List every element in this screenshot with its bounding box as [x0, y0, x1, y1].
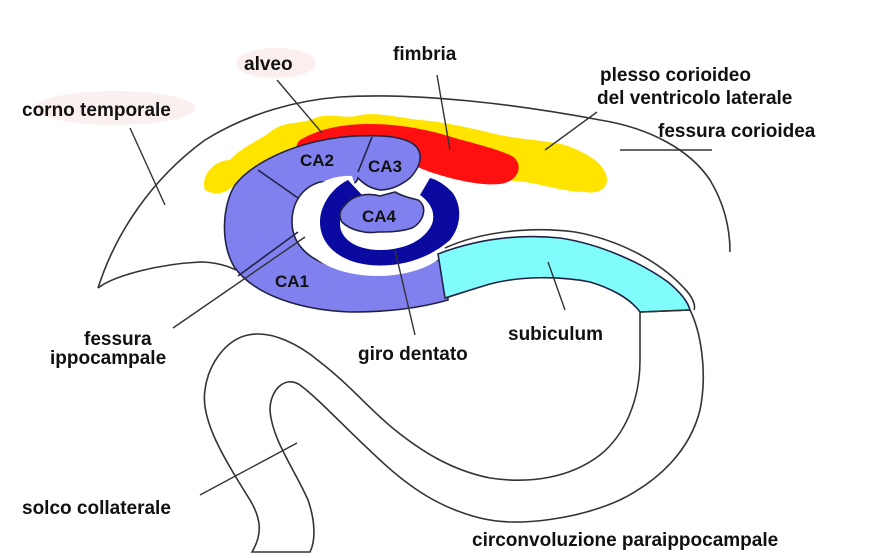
label-fimbria: fimbria — [393, 44, 457, 65]
label-alveo: alveo — [244, 54, 293, 75]
label-plesso-line1: plesso corioideo — [600, 65, 751, 86]
label-giro-dentato: giro dentato — [358, 344, 468, 365]
label-fessura-ippocampale-line1: fessura — [84, 329, 152, 350]
leader-subiculum — [547, 261, 566, 311]
leader-alveo — [276, 79, 323, 134]
label-ca4: CA4 — [362, 207, 397, 226]
label-highlight-alveo — [236, 48, 316, 78]
label-ca2: CA2 — [300, 151, 334, 170]
label-plesso-line2: del ventricolo laterale — [597, 88, 792, 109]
label-ca1: CA1 — [275, 272, 309, 291]
ca1-lower-divider — [237, 231, 299, 277]
ca4-region — [339, 191, 425, 234]
label-solco-collaterale: solco collaterale — [22, 498, 171, 519]
leader-corno-temporale — [129, 127, 166, 206]
ca2-ca3-divider — [357, 136, 373, 173]
leader-plesso — [544, 111, 598, 151]
leader-giro-dentato — [394, 249, 416, 336]
dentate-gyrus — [320, 178, 460, 266]
leader-solco-collaterale — [199, 442, 298, 496]
label-circonvoluzione-paraippocampale: circonvoluzione paraippocampale — [472, 530, 778, 551]
label-corno-temporale: corno temporale — [22, 100, 171, 121]
ca1-ca2-divider — [257, 169, 299, 199]
label-fessura-corioidea: fessura corioidea — [658, 121, 816, 142]
temporal-horn-lower-outline — [97, 261, 237, 289]
leader-fimbria — [436, 74, 451, 151]
cornu-ammonis — [223, 134, 449, 313]
leader-fessura-ippocampale — [172, 236, 306, 329]
subiculum-outer-outline — [444, 228, 696, 311]
temporal-horn-outline — [97, 95, 731, 289]
label-fessura-ippocampale-line2: ippocampale — [50, 348, 166, 369]
label-subiculum: subiculum — [508, 324, 603, 345]
subiculum-region — [437, 235, 692, 313]
label-ca3: CA3 — [368, 157, 402, 176]
parahippocampal-gyrus — [203, 309, 705, 553]
label-highlight-corno — [35, 91, 195, 125]
